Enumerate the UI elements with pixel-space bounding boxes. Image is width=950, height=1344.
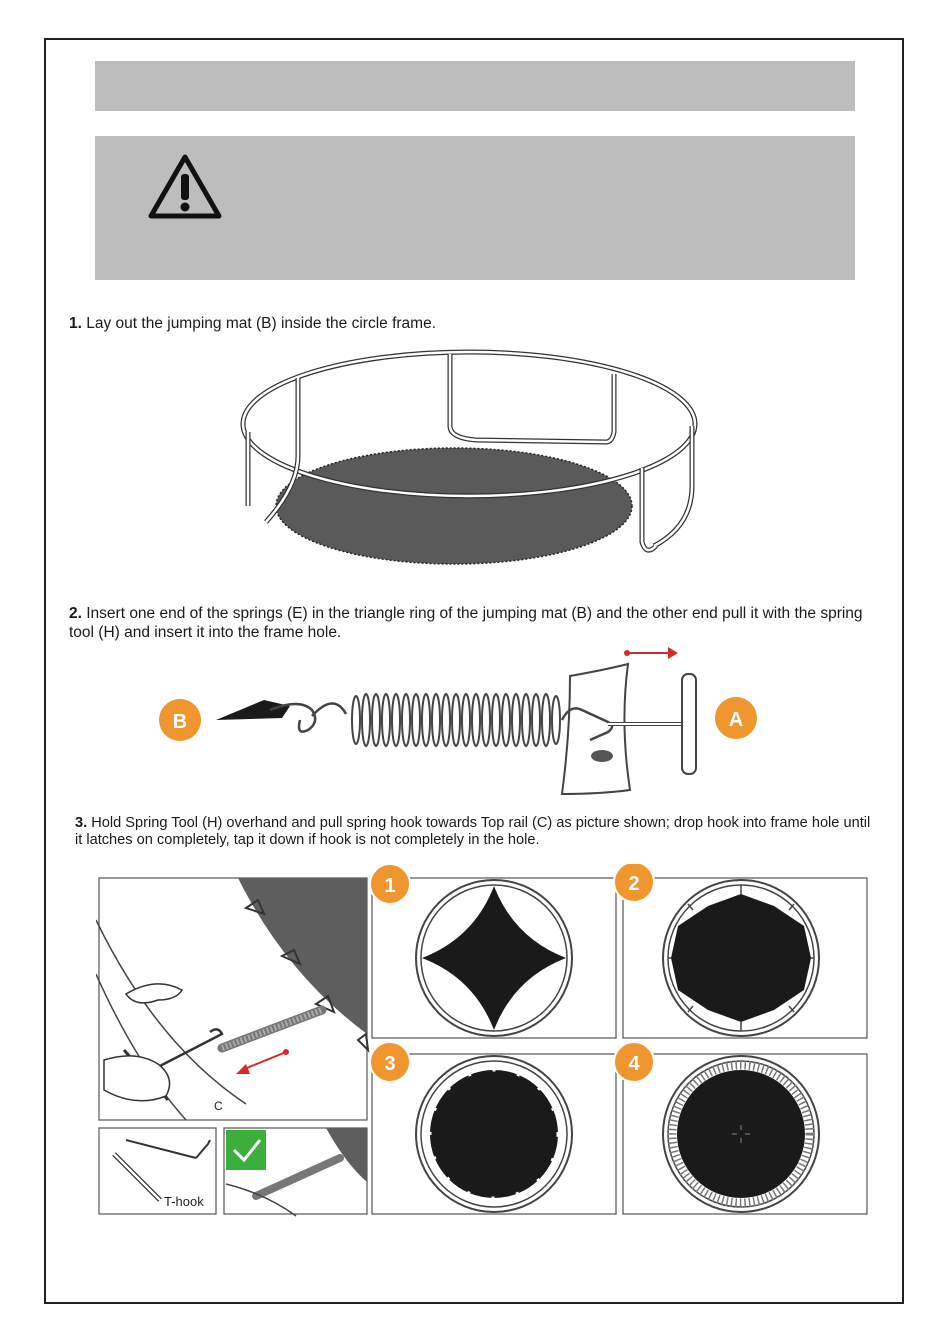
sequence-panel-1 xyxy=(371,877,617,1039)
sequence-badge-1: 1 xyxy=(369,864,411,905)
step-2-text: 2. Insert one end of the springs (E) in … xyxy=(69,604,869,642)
frame-hole xyxy=(591,750,613,762)
sequence-badge-3-label: 3 xyxy=(384,1053,395,1075)
sequence-panel-4 xyxy=(622,1053,868,1215)
title-bar xyxy=(95,61,855,111)
thook-panel: T-hook xyxy=(98,1127,217,1215)
step-1-number: 1. xyxy=(69,315,82,332)
rail-label: C xyxy=(214,1099,223,1113)
thook-label: T-hook xyxy=(164,1194,204,1209)
frame-rail xyxy=(560,662,632,796)
step-3-number: 3. xyxy=(75,815,88,831)
step-2-body: Insert one end of the springs (E) in the… xyxy=(69,605,863,641)
spring-tool-panel: C xyxy=(96,877,370,1121)
check-icon xyxy=(226,1130,266,1170)
sequence-badge-2-label: 2 xyxy=(628,873,639,895)
sequence-panel-3 xyxy=(371,1053,617,1215)
badge-b: B xyxy=(159,699,201,741)
sequence-panel-2 xyxy=(622,877,868,1039)
badge-a-label: A xyxy=(729,709,743,731)
spring-sequence-figure: C T-hook xyxy=(96,864,868,1217)
spring-attach-figure: B A xyxy=(159,647,757,796)
step-2-number: 2. xyxy=(69,605,82,622)
sequence-badge-4-label: 4 xyxy=(628,1053,640,1075)
page-border xyxy=(44,38,904,1304)
step-1-body: Lay out the jumping mat (B) inside the c… xyxy=(81,315,437,332)
mat-ring xyxy=(269,702,317,733)
trampoline-frame-figure xyxy=(240,349,698,565)
sequence-badge-1-label: 1 xyxy=(384,875,395,897)
step-1-text: 1. Lay out the jumping mat (B) inside th… xyxy=(69,314,869,333)
step-3-body: Hold Spring Tool (H) overhand and pull s… xyxy=(75,815,871,848)
warning-box xyxy=(95,136,855,280)
mat-corner xyxy=(216,700,290,720)
badge-a: A xyxy=(715,697,757,739)
spring-coils xyxy=(351,693,561,747)
badge-b-label: B xyxy=(173,711,187,733)
sequence-badge-2: 2 xyxy=(613,864,655,903)
step-3-text: 3. Hold Spring Tool (H) overhand and pul… xyxy=(75,815,875,849)
sequence-badge-3: 3 xyxy=(369,1041,411,1083)
direction-arrow xyxy=(624,647,678,659)
t-hook-handle xyxy=(681,673,697,775)
sequence-badge-4: 4 xyxy=(613,1041,655,1083)
correct-install-panel xyxy=(223,1127,368,1217)
warning-triangle-icon xyxy=(148,154,222,219)
